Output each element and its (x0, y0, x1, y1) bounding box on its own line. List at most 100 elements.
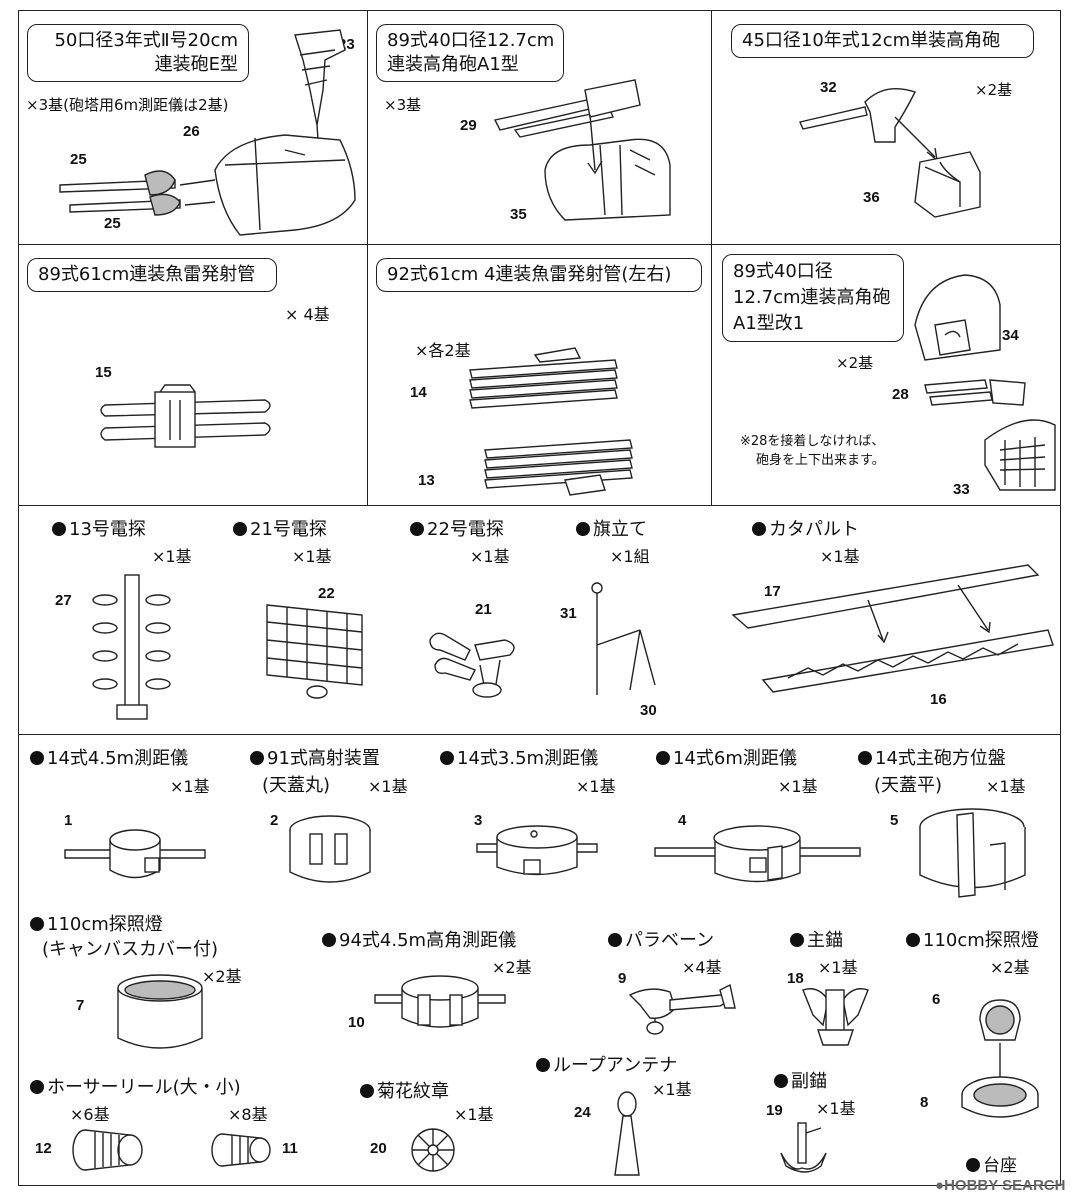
quantity-label: ×1基 (652, 1080, 692, 1099)
quantity-label: ×1基 (816, 1099, 856, 1118)
quantity-label: ×2基 (990, 958, 1030, 977)
item-heading: 14式4.5m測距儀 (30, 744, 188, 770)
item-name: 110cm探照燈 (47, 914, 163, 935)
quantity-label: ×2基 (492, 958, 532, 977)
title-line: 89式61cm連装魚雷発射管 (38, 264, 256, 285)
quantity-label: ×各2基 (415, 341, 471, 360)
item-heading: ホーサーリール(大・小) (30, 1073, 241, 1099)
panel-bottom (18, 734, 1061, 1186)
title-line: 89式40口径12.7cm (387, 30, 555, 51)
searchlight-with-base-drawing (961, 999, 1039, 1118)
part-number: 36 (863, 189, 880, 206)
part-number: 33 (953, 481, 970, 498)
fire-director-91-drawing (289, 815, 371, 883)
type21-radar-drawing (266, 604, 363, 699)
aa-rangefinder-94-drawing (374, 975, 506, 1028)
part-number: 18 (787, 970, 804, 987)
title-line: 連装砲E型 (154, 54, 238, 75)
part-number: 24 (574, 1104, 591, 1121)
quantity-label: ×1基 (170, 777, 210, 796)
part-number: 2 (270, 812, 279, 829)
item-heading: 14式6m測距儀 (656, 744, 797, 770)
quantity-label: ×3基(砲塔用6m測距儀は2基) (26, 96, 229, 114)
watermark: ●HOBBY SEARCH (935, 1177, 1066, 1194)
quantity-label: ×4基 (682, 958, 722, 977)
item-name: 14式主砲方位盤 (875, 748, 1006, 769)
item-heading: 旗立て (576, 515, 647, 541)
quantity-label: ×2基 (202, 967, 242, 986)
item-name: ループアンテナ (553, 1055, 678, 1076)
type13-radar-drawing (92, 574, 171, 720)
part-number: 1 (64, 812, 73, 829)
main-gun-director-drawing (919, 808, 1026, 898)
item-heading: パラベーン (608, 926, 714, 952)
panel-title: 45口径10年式12cm単装高角砲 (731, 24, 1034, 58)
part-number: 5 (890, 812, 899, 829)
quantity-label: ×2基 (836, 354, 874, 372)
item-heading: 110cm探照燈 (30, 910, 163, 936)
quantity-label: × 4基 (285, 305, 330, 324)
title-line: A1型改1 (733, 313, 805, 334)
quantity-label: ×1基 (470, 547, 510, 566)
quantity-label: ×6基 (70, 1105, 110, 1124)
part-number: 4 (678, 812, 687, 829)
quantity-label: ×1基 (818, 958, 858, 977)
rangefinder-45m-drawing (64, 829, 206, 879)
item-name: 14式3.5m測距儀 (457, 748, 599, 769)
rangefinder-6m-drawing (654, 825, 861, 883)
panel-title: 92式61cm 4連装魚雷発射管(左右) (376, 258, 702, 292)
part-number: 7 (76, 997, 85, 1014)
panel-title: 50口径3年式Ⅱ号20cm 連装砲E型 (27, 24, 249, 82)
aa-gun-a1-drawing (493, 79, 671, 221)
item-heading: 14式主砲方位盤 (858, 744, 1006, 770)
main-anchor-drawing (802, 988, 869, 1046)
part-number: 8 (920, 1094, 929, 1111)
panel-title: 89式40口径 12.7cm連装高角砲 A1型改1 (722, 254, 904, 342)
secondary-anchor-drawing (780, 1122, 827, 1173)
title-line: 50口径3年式Ⅱ号20cm (54, 30, 238, 51)
item-subtitle: (天蓋丸) (262, 775, 331, 796)
item-heading: 13号電探 (52, 515, 146, 541)
item-name: 110cm探照燈 (923, 930, 1039, 951)
panel-lower (18, 505, 1061, 735)
part-number: 32 (820, 79, 837, 96)
panel-title: 89式40口径12.7cm 連装高角砲A1型 (376, 24, 564, 82)
type22-radar-drawing (429, 632, 515, 698)
chrysanthemum-crest-drawing (411, 1128, 455, 1172)
part-number: 29 (460, 117, 477, 134)
item-subtitle: (天蓋平) (874, 775, 943, 796)
part-number: 28 (892, 386, 909, 403)
part-number: 3 (474, 812, 483, 829)
panel-title: 89式61cm連装魚雷発射管 (27, 258, 277, 292)
searchlight-canvas-drawing (117, 974, 203, 1049)
note-line: ※28を接着しなければ、 (740, 434, 885, 449)
part-number: 20 (370, 1140, 387, 1157)
title-line: 連装高角砲A1型 (387, 54, 519, 75)
part-number: 21 (475, 601, 492, 618)
loop-antenna-drawing (614, 1091, 640, 1176)
part-number: 30 (640, 702, 657, 719)
aa-gun-a1-mod-drawing (914, 274, 1056, 491)
part-number: 6 (932, 991, 941, 1008)
item-heading: 14式3.5m測距儀 (440, 744, 598, 770)
assembly-note: ※28を接着しなければ、 砲身を上下出来ます。 (740, 432, 885, 470)
part-number: 10 (348, 1014, 365, 1031)
part-number: 26 (183, 123, 200, 140)
part-number: 17 (764, 583, 781, 600)
part-number: 27 (55, 592, 72, 609)
title-line: 45口径10年式12cm単装高角砲 (742, 30, 1001, 51)
quantity-label: ×1基 (454, 1105, 494, 1124)
part-number: 22 (318, 585, 335, 602)
paravane-drawing (628, 983, 736, 1035)
item-name: 菊花紋章 (377, 1081, 449, 1102)
item-name: 91式高射装置 (267, 748, 380, 769)
quantity-label: ×1基 (292, 547, 332, 566)
quantity-label: ×1基 (820, 547, 860, 566)
item-name: ホーサーリール(大・小) (47, 1077, 241, 1098)
item-heading: 110cm探照燈 (906, 926, 1039, 952)
item-heading: ループアンテナ (536, 1051, 677, 1077)
item-heading: カタパルト (752, 515, 859, 541)
item-name: 主錨 (807, 930, 843, 951)
watermark-text: HOBBY SEARCH (944, 1177, 1066, 1194)
item-name: カタパルト (769, 519, 859, 540)
